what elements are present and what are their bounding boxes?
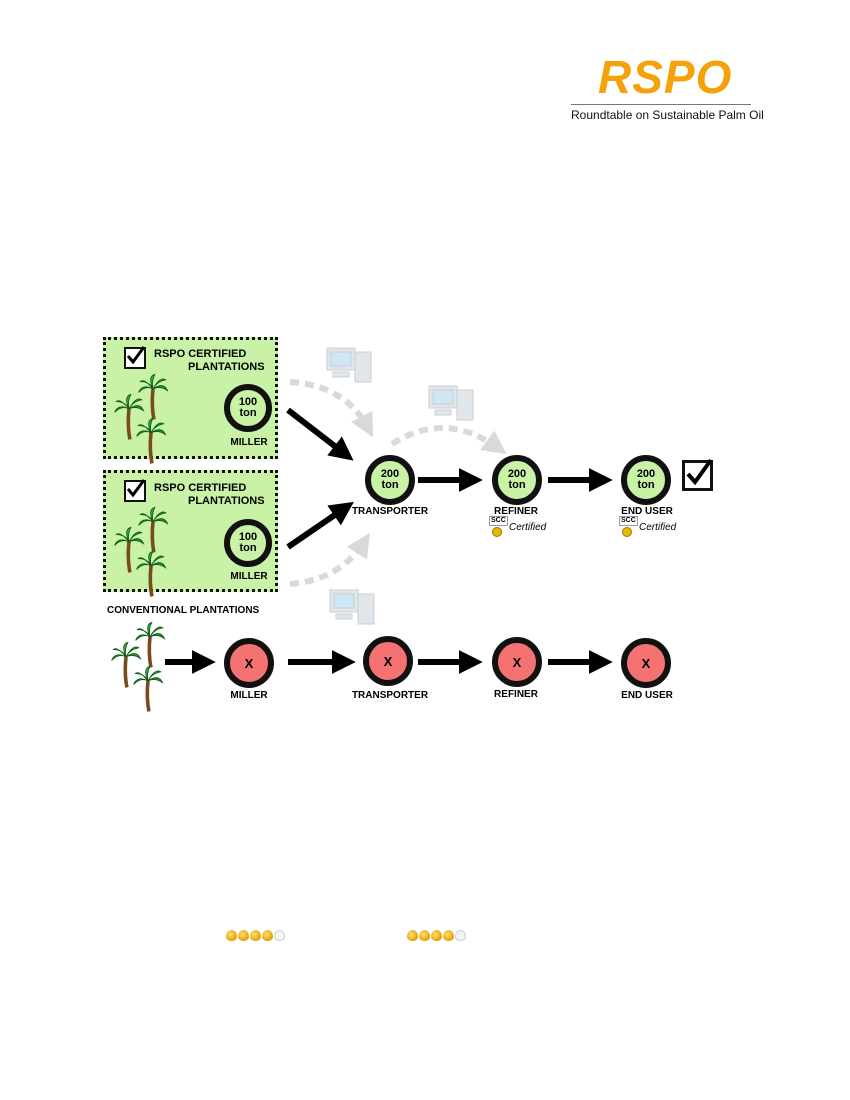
palm-trees-icon [111, 618, 166, 712]
node-unit: ton [239, 542, 257, 554]
oil-drop-filled-icon [238, 930, 249, 941]
plantation-title-line2: PLANTATIONS [188, 361, 265, 373]
oil-drop-filled-icon [250, 930, 261, 941]
miller-label: MILLER [230, 571, 268, 582]
miller-label: MILLER [230, 437, 268, 448]
checkbox-icon [124, 346, 146, 369]
plantation-title-line1: RSPO CERTIFIED [154, 482, 247, 494]
scc-certified-badge: SCC Certified [618, 516, 678, 540]
oil-drop-filled-icon [419, 930, 430, 941]
checkbox-icon [124, 479, 146, 502]
enduser-label: END USER [621, 690, 673, 701]
ghost-computer-icon [428, 385, 474, 421]
x-mark: X [244, 655, 254, 671]
oil-drop-filled-icon [226, 930, 237, 941]
ghost-computer-icon [326, 347, 372, 383]
oil-drop-filled-icon [407, 930, 418, 941]
node-unit: ton [381, 479, 399, 491]
refiner-node-certified: 200 ton [492, 455, 542, 505]
medal-icon [492, 527, 502, 537]
ghost-arc-bottom [289, 532, 370, 587]
node-unit: ton [508, 479, 526, 491]
node-value: 200 [636, 468, 656, 480]
plantation-title-line2: PLANTATIONS [188, 495, 265, 507]
oil-drop-filled-icon [443, 930, 454, 941]
scc-badge-label: SCC [619, 516, 638, 526]
oil-drop-empty-icon [455, 930, 466, 941]
oil-drop-filled-icon [262, 930, 273, 941]
miller-node-conventional: X [224, 638, 274, 688]
oil-drop-rating [226, 930, 285, 941]
ghost-computer-icon [329, 589, 375, 625]
refiner-label: REFINER [494, 506, 538, 517]
node-value: 200 [380, 468, 400, 480]
certified-plantation-box: RSPO CERTIFIED PLANTATIONS [103, 470, 278, 597]
transporter-label: TRANSPORTER [351, 690, 429, 701]
arrow-miller2-to-transporter [286, 501, 354, 550]
miller-label: MILLER [230, 690, 268, 701]
logo-divider [571, 104, 751, 105]
transporter-label: TRANSPORTER [351, 506, 429, 517]
node-value: 100 [238, 396, 258, 408]
refiner-label: REFINER [494, 689, 538, 700]
node-unit: ton [239, 407, 257, 419]
node-unit: ton [637, 479, 655, 491]
plantation-title-line1: RSPO CERTIFIED [154, 348, 247, 360]
certified-label: Certified [639, 522, 677, 533]
scc-certified-badge: SCC Certified [488, 516, 548, 540]
palm-trees-icon [114, 503, 169, 597]
node-value: 100 [238, 531, 258, 543]
transporter-node-certified: 200 ton [365, 455, 415, 505]
transporter-node-conventional: X [363, 636, 413, 686]
logo-subtitle: Roundtable on Sustainable Palm Oil [571, 108, 764, 122]
oil-drop-rating [407, 930, 466, 941]
ghost-arc-top [289, 379, 374, 438]
arrow-miller1-to-transporter [286, 407, 354, 461]
oil-drop-filled-icon [431, 930, 442, 941]
oil-drop-empty-icon [274, 930, 285, 941]
refiner-node-conventional: X [492, 637, 542, 687]
rspo-logo: RSPO [598, 51, 733, 103]
end-checkbox-icon [682, 458, 713, 491]
node-value: 200 [507, 468, 527, 480]
enduser-node-certified: 200 ton [621, 455, 671, 505]
x-mark: X [641, 655, 651, 671]
medal-icon [622, 527, 632, 537]
x-mark: X [512, 654, 522, 670]
x-mark: X [383, 653, 393, 669]
enduser-label: END USER [621, 506, 673, 517]
miller-node-certified: 100 ton [224, 519, 272, 567]
enduser-node-conventional: X [621, 638, 671, 688]
palm-trees-icon [114, 370, 169, 464]
ghost-arc-mid [390, 424, 507, 455]
scc-badge-label: SCC [489, 516, 508, 526]
miller-node-certified: 100 ton [224, 384, 272, 432]
conventional-plantations-title: CONVENTIONAL PLANTATIONS [107, 605, 260, 616]
certified-label: Certified [509, 522, 547, 533]
